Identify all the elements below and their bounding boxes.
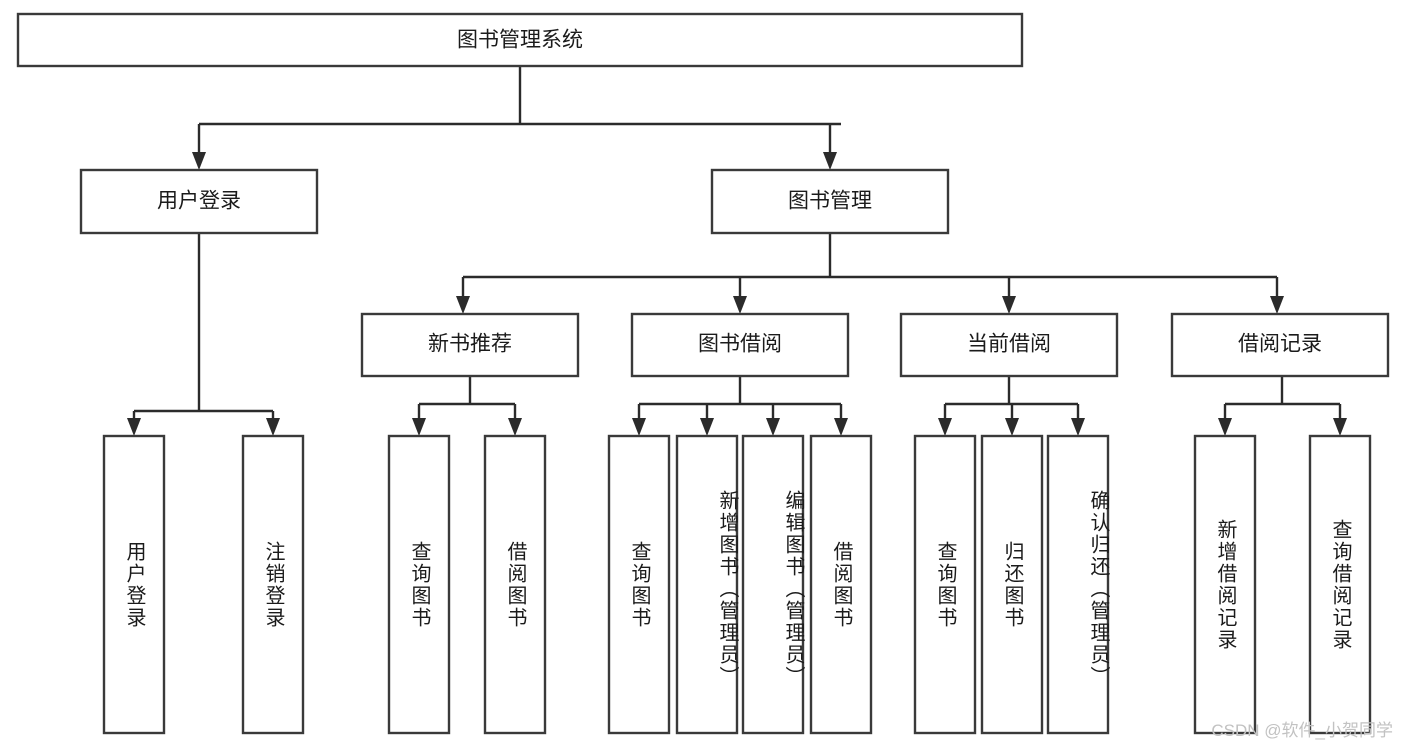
node-new-book-recommend[interactable]: 新书推荐 [360,312,580,378]
node-root-box[interactable] [16,12,1024,68]
connector-group-current-borrow [938,376,1085,436]
arrow-leaf-query-book-current [938,418,952,436]
node-leaf-add-book-admin-box[interactable] [675,434,739,735]
node-leaf-query-book-current-box[interactable] [913,434,977,735]
node-book-manage-label: 图书管理 [788,190,872,213]
node-borrow-record-label: 借阅记录 [1238,333,1322,356]
node-leaf-edit-book-admin-box[interactable] [741,434,805,735]
leaf-boxes [102,434,1372,735]
node-leaf-confirm-return-admin-box[interactable] [1046,434,1110,735]
node-leaf-borrow-book-recommend-box[interactable] [483,434,547,735]
node-leaf-user-login-box[interactable] [102,434,166,735]
arrow-new-book-recommend [456,296,470,314]
node-current-borrow-box[interactable] [899,312,1119,378]
node-book-borrow[interactable]: 图书借阅 [630,312,850,378]
node-leaf-return-book-box[interactable] [980,434,1044,735]
node-leaf-borrow-book-box[interactable] [809,434,873,735]
node-book-borrow-label: 图书借阅 [698,333,782,356]
arrow-leaf-confirm-return-admin [1071,418,1085,436]
arrow-leaf-query-borrow-record [1333,418,1347,436]
node-book-manage[interactable]: 图书管理 [710,168,950,235]
node-current-borrow[interactable]: 当前借阅 [899,312,1119,378]
node-leaf-query-borrow-record-box[interactable] [1308,434,1372,735]
node-borrow-record-box[interactable] [1170,312,1390,378]
arrow-leaf-add-book-admin [700,418,714,436]
node-new-book-recommend-label: 新书推荐 [428,333,512,356]
node-user-login-label: 用户登录 [157,190,241,213]
csdn-watermark: CSDN @软件_小贺同学 [1211,721,1393,740]
node-leaf-query-book-recommend-box[interactable] [387,434,451,735]
arrow-leaf-edit-book-admin [766,418,780,436]
arrow-user-login [192,152,206,170]
node-leaf-logout-box[interactable] [241,434,305,735]
arrow-leaf-logout [266,418,280,436]
node-book-borrow-box[interactable] [630,312,850,378]
node-leaf-query-book-borrow-box[interactable] [607,434,671,735]
connector-group-borrow-record [1218,376,1347,436]
arrow-leaf-add-borrow-record [1218,418,1232,436]
connector-group-user-login [127,233,280,436]
arrow-leaf-query-book-recommend [412,418,426,436]
arrow-borrow-record [1270,296,1284,314]
arrow-leaf-borrow-book [834,418,848,436]
connector-group-new-book-recommend [412,376,522,436]
node-root[interactable]: 图书管理系统 [16,12,1024,68]
connector-group-book-manage [456,233,1284,314]
connector-group-book-borrow [632,376,848,436]
node-borrow-record[interactable]: 借阅记录 [1170,312,1390,378]
arrow-leaf-user-login [127,418,141,436]
node-current-borrow-label: 当前借阅 [967,333,1051,356]
arrow-book-manage [823,152,837,170]
arrow-leaf-return-book [1005,418,1019,436]
node-book-manage-box[interactable] [710,168,950,235]
arrow-leaf-borrow-book-recommend [508,418,522,436]
node-new-book-recommend-box[interactable] [360,312,580,378]
node-user-login[interactable]: 用户登录 [79,168,319,235]
arrow-current-borrow [1002,296,1016,314]
node-user-login-box[interactable] [79,168,319,235]
arrow-leaf-query-book-borrow [632,418,646,436]
arrow-book-borrow [733,296,747,314]
node-leaf-add-borrow-record-box[interactable] [1193,434,1257,735]
node-root-label: 图书管理系统 [457,29,583,52]
connector-group-root [192,66,841,170]
